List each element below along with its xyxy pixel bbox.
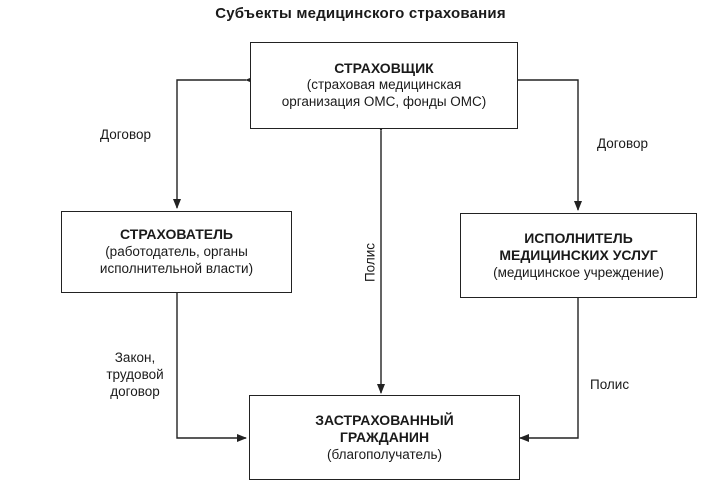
provider-desc: (медицинское учреждение) bbox=[493, 264, 664, 280]
provider-heading-line1: ИСПОЛНИТЕЛЬ bbox=[524, 229, 633, 246]
insured-heading-line1: ЗАСТРАХОВАННЫЙ bbox=[315, 411, 454, 428]
label-policy-right: Полис bbox=[590, 377, 630, 392]
provider-box: ИСПОЛНИТЕЛЬ МЕДИЦИНСКИХ УСЛУГ (медицинск… bbox=[460, 213, 697, 298]
insured-heading-line2: ГРАЖДАНИН bbox=[339, 429, 430, 446]
diagram-title: Субъекты медицинского страхования bbox=[215, 5, 506, 22]
policyholder-desc-line2: исполнительной власти) bbox=[99, 260, 254, 276]
provider-heading-line2: МЕДИЦИНСКИХ УСЛУГ bbox=[499, 247, 658, 264]
label-law-line3: договор bbox=[110, 383, 160, 399]
label-law-line1: Закон, bbox=[114, 350, 156, 365]
insurer-desc-line2: организация ОМС, фонды ОМС) bbox=[281, 94, 487, 110]
insured-box: ЗАСТРАХОВАННЫЙ ГРАЖДАНИН (благополучател… bbox=[249, 395, 520, 480]
label-contract-left: Договор bbox=[100, 127, 151, 142]
arrow-provider-insured bbox=[519, 289, 582, 442]
insurer-box: СТРАХОВЩИК (страховая медицинская органи… bbox=[250, 42, 518, 129]
insurer-desc-line1: (страховая медицинская bbox=[306, 77, 462, 93]
policyholder-desc-line1: (работодатель, органы bbox=[105, 243, 248, 259]
arrow-insurer-provider bbox=[509, 76, 582, 211]
label-contract-right: Договор bbox=[597, 136, 648, 151]
label-law-contract: Закон, трудовой договор bbox=[100, 350, 170, 401]
arrow-insurer-policyholder bbox=[173, 76, 255, 209]
arrow-policyholder-insured bbox=[173, 284, 247, 442]
policyholder-heading: СТРАХОВАТЕЛЬ bbox=[120, 226, 233, 243]
label-policy-center: Полис bbox=[362, 242, 378, 283]
insured-desc: (благополучатель) bbox=[326, 446, 443, 462]
insurer-heading: СТРАХОВЩИК bbox=[334, 59, 434, 76]
policyholder-box: СТРАХОВАТЕЛЬ (работодатель, органы испол… bbox=[61, 211, 292, 293]
label-law-line2: трудовой bbox=[106, 366, 164, 382]
